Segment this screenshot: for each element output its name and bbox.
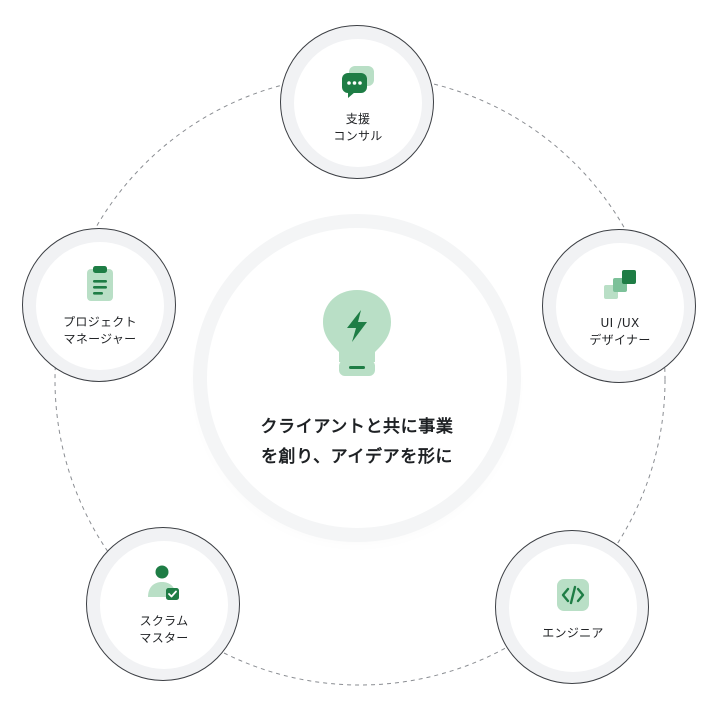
node-project-manager: プロジェクト マネージャー	[22, 228, 176, 382]
node-consultant: 支援 コンサル	[280, 25, 434, 179]
node-label-consultant: 支援 コンサル	[333, 112, 383, 143]
code-icon	[557, 578, 589, 611]
dashed-ring-circle	[54, 74, 666, 686]
center-hub: クライアントと共に事業 を創り、アイデアを形に	[207, 228, 507, 528]
user-check-icon	[148, 565, 179, 600]
node-designer: UI /UX デザイナー	[542, 229, 696, 383]
chat-bubble-icon	[342, 66, 374, 98]
node-label-designer: UI /UX デザイナー	[589, 316, 651, 347]
node-engineer: エンジニア	[495, 530, 649, 684]
node-scrum-master: スクラム マスター	[86, 527, 240, 681]
layers-icon	[604, 270, 636, 299]
lightbulb-lightning-icon	[323, 290, 391, 376]
node-label-scrum-master: スクラム マスター	[139, 614, 189, 645]
node-label-project-manager: プロジェクト マネージャー	[63, 315, 137, 346]
node-label-engineer: エンジニア	[542, 625, 604, 640]
clipboard-icon	[87, 266, 113, 301]
center-headline-line2: を創り、アイデアを形に	[260, 447, 454, 467]
center-headline-line1: クライアントと共に事業	[260, 417, 454, 437]
